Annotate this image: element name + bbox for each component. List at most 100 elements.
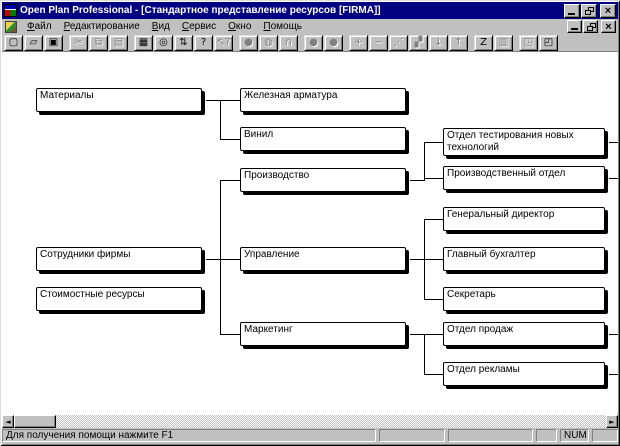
menu-bar: Файл Редактирование Вид Сервис Окно Помощь × — [2, 19, 618, 34]
mdi-minimize-button[interactable] — [567, 20, 582, 33]
connector-line — [220, 259, 240, 260]
restore-icon-front — [585, 9, 591, 15]
zoom-out-icon: ◳ — [523, 36, 534, 48]
tree-node-advertising-dept[interactable]: Отдел рекламы — [443, 362, 605, 386]
scroll-left-button[interactable]: ◄ — [2, 415, 14, 428]
mdi-restore-icon-back — [590, 23, 596, 28]
remove-item-button: − — [369, 34, 388, 51]
tree-node-company-employees[interactable]: Сотрудники фирмы — [36, 247, 202, 271]
restore-icon-back — [588, 6, 594, 12]
status-panel-4 — [536, 429, 557, 442]
tree-node-management[interactable]: Управление — [240, 247, 406, 271]
cut-button: ✂ — [69, 34, 88, 51]
node-a-button: ● — [304, 34, 323, 51]
help-button[interactable]: ? — [194, 34, 213, 51]
mdi-restore-icon-front — [587, 26, 593, 31]
open-file-icon: ▱ — [29, 36, 38, 48]
menu-items: Файл Редактирование Вид Сервис Окно Помощь — [21, 20, 566, 33]
scroll-right-button[interactable]: ► — [606, 415, 618, 428]
scrollbar-thumb[interactable] — [14, 415, 56, 428]
connector-line — [424, 178, 443, 179]
connector-line — [206, 100, 220, 101]
minimize-icon — [568, 12, 575, 15]
tree-node-cost-resources[interactable]: Стоимостные ресурсы — [36, 287, 202, 311]
tree-node-production-dept[interactable]: Производственный отдел — [443, 166, 605, 190]
print-button[interactable]: ▦ — [134, 34, 153, 51]
tree-node-vinyl[interactable]: Винил — [240, 127, 406, 151]
save-file-button[interactable]: ▣ — [44, 34, 63, 51]
context-help-icon: ↖? — [216, 36, 231, 48]
new-file-icon: ▢ — [8, 36, 19, 48]
context-help-button: ↖? — [214, 34, 233, 51]
connector-line — [220, 334, 240, 335]
status-panel-6 — [592, 429, 618, 442]
minimize-button[interactable] — [564, 3, 580, 18]
horizontal-scrollbar[interactable]: ◄ ► — [2, 415, 618, 428]
tree-node-chief-accountant[interactable]: Главный бухгалтер — [443, 247, 605, 271]
window-controls: × — [563, 3, 616, 18]
status-panel-2 — [379, 429, 445, 442]
tree-node-production[interactable]: Производство — [240, 168, 406, 192]
restore-button[interactable] — [581, 3, 597, 18]
menu-item-help[interactable]: Помощь — [263, 21, 303, 32]
zoom-fit-icon: ◰ — [543, 36, 554, 48]
status-message: Для получения помощи нажмите F1 — [2, 429, 376, 442]
tree-node-marketing[interactable]: Маркетинг — [240, 322, 406, 346]
move-down-icon: ↓ — [434, 36, 443, 48]
tree-node-new-tech-testing-dept[interactable]: Отдел тестирования новых технологий — [443, 128, 605, 156]
status-panel-3 — [448, 429, 533, 442]
connector-line — [410, 334, 424, 335]
connector-line — [220, 100, 221, 140]
link-dots-icon: ⋰ — [393, 36, 404, 48]
document-icon[interactable] — [5, 20, 17, 33]
move-up-icon: ↑ — [454, 36, 463, 48]
close-icon: × — [604, 4, 612, 17]
sort-z-icon: Z — [480, 36, 487, 48]
mdi-minimize-icon — [571, 28, 578, 30]
menu-item-window[interactable]: Окно — [228, 21, 252, 32]
shape-arch-button: ∩ — [279, 34, 298, 51]
link-steps-icon: ▞ — [414, 36, 423, 48]
help-icon: ? — [200, 36, 207, 48]
connector-line — [424, 334, 443, 335]
toolbar: ▢▱▣✂⧉▤▦◎⇅?↖?●◍∩●●+−⋰▞↓↑Z▥◳◰ — [2, 34, 618, 52]
exchange-data-button[interactable]: ⇅ — [174, 34, 193, 51]
menu-item-view[interactable]: Вид — [151, 21, 170, 32]
sort-z-button[interactable]: Z — [474, 34, 493, 51]
new-file-button[interactable]: ▢ — [4, 34, 23, 51]
mdi-restore-button[interactable] — [583, 20, 598, 33]
zoom-fit-button[interactable]: ◰ — [539, 34, 558, 51]
print-preview-button[interactable]: ◎ — [154, 34, 173, 51]
close-button[interactable]: × — [600, 3, 616, 18]
tree-node-sales-dept[interactable]: Отдел продаж — [443, 322, 605, 346]
connector-line — [424, 259, 443, 260]
open-file-button[interactable]: ▱ — [24, 34, 43, 51]
app-icon[interactable] — [4, 4, 17, 17]
tree-node-general-director[interactable]: Генеральный директор — [443, 207, 605, 231]
menu-item-edit[interactable]: Редактирование — [63, 21, 140, 32]
tree-node-materials[interactable]: Материалы — [36, 88, 202, 112]
mdi-close-icon: × — [605, 20, 612, 33]
toolbar-group-8: ◳◰ — [519, 34, 558, 51]
status-bar: Для получения помощи нажмите F1 NUM — [2, 428, 618, 444]
mdi-window-controls: × — [566, 20, 616, 33]
shape-arch-icon: ∩ — [284, 36, 293, 48]
tree-node-iron-fittings[interactable]: Железная арматура — [240, 88, 406, 112]
mdi-restore-icon — [587, 23, 597, 32]
connector-line — [424, 374, 443, 375]
menu-item-file[interactable]: Файл — [27, 21, 52, 32]
connector-line — [424, 142, 443, 143]
connector-line — [609, 142, 618, 143]
connector-line — [220, 100, 240, 101]
menu-item-service[interactable]: Сервис — [181, 21, 217, 32]
print-preview-icon: ◎ — [159, 36, 168, 48]
link-dots-button: ⋰ — [389, 34, 408, 51]
tree-node-secretary[interactable]: Секретарь — [443, 287, 605, 311]
mdi-close-button[interactable]: × — [601, 20, 616, 33]
notes-button: ▥ — [494, 34, 513, 51]
connector-line — [609, 334, 618, 335]
connector-line — [220, 180, 240, 181]
save-file-icon: ▣ — [48, 36, 59, 48]
scroll-left-icon: ◄ — [5, 417, 11, 426]
